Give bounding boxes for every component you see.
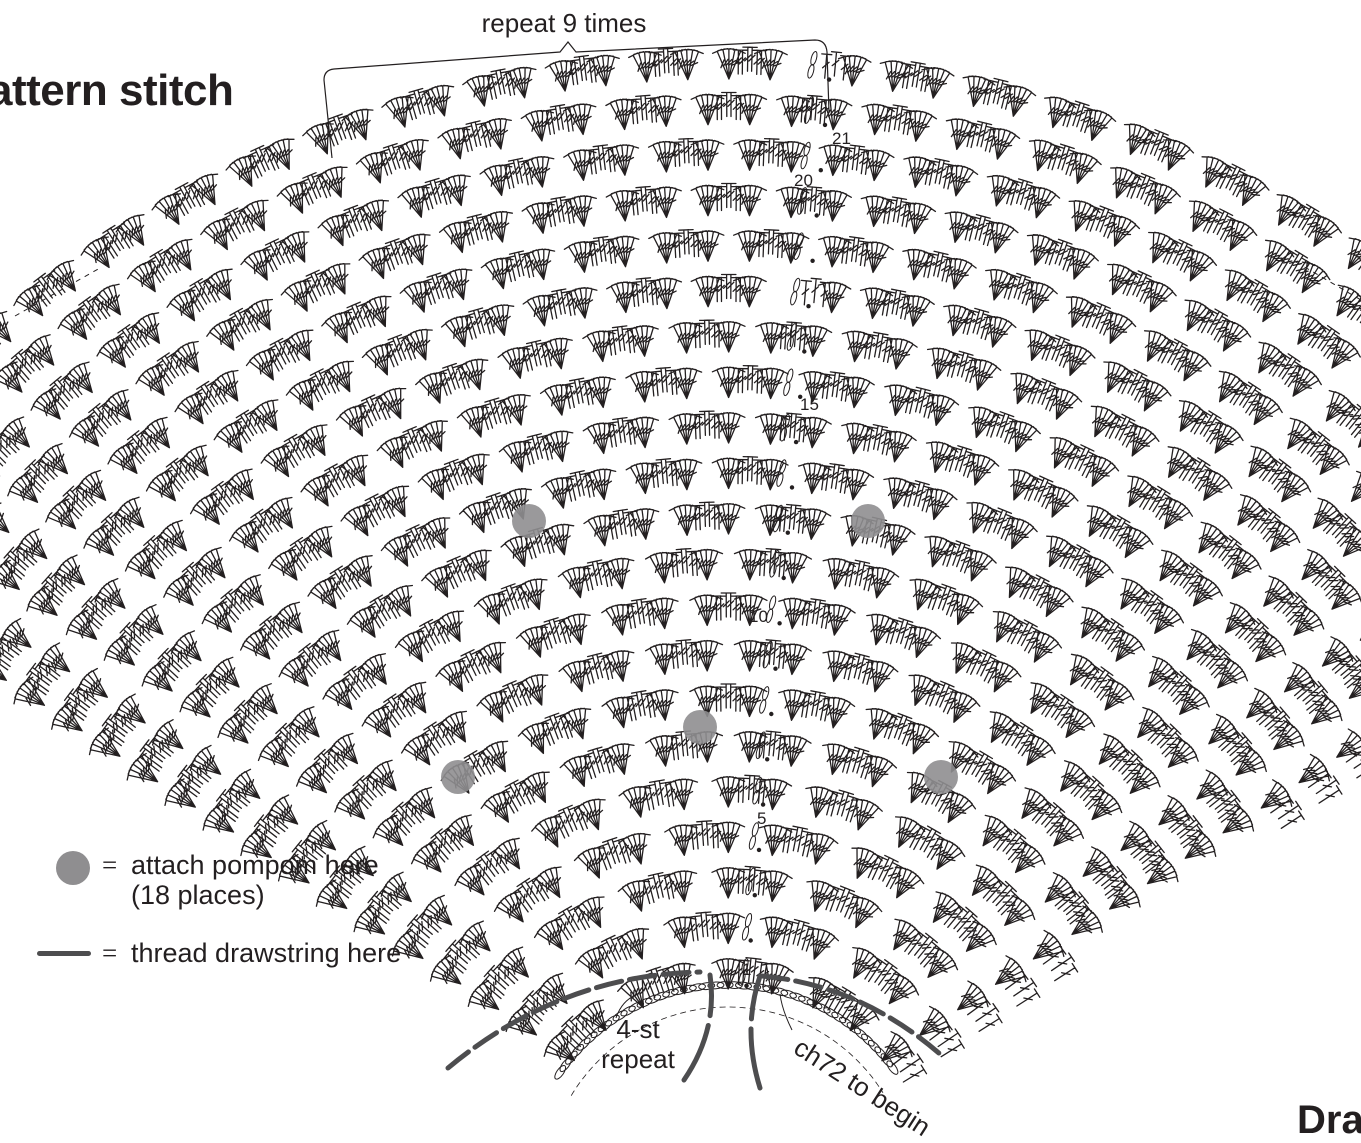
slip-stitch-dot — [749, 938, 753, 942]
repeat-label: repeat 9 times — [482, 8, 647, 38]
slip-stitch-dot — [753, 893, 757, 897]
legend-drawstring-text: thread drawstring here — [131, 938, 401, 968]
repeat-label-line2: repeat — [601, 1044, 675, 1074]
foundation-chain-link — [853, 1026, 870, 1042]
drawstring-end-right — [751, 976, 760, 1088]
foundation-chain-link — [797, 994, 814, 1006]
foundation-chain-link — [653, 990, 670, 1002]
pompom-marker — [683, 710, 717, 744]
row-number-21: 21 — [832, 129, 851, 148]
slip-stitch-dot — [823, 123, 827, 127]
chain-label: ch72 to begin — [789, 1032, 936, 1138]
foundation-chain-link — [589, 1024, 606, 1039]
drawstring-line-icon — [37, 951, 91, 956]
slip-stitch-dot — [769, 712, 773, 716]
chain-leader-line — [780, 994, 792, 1030]
turning-chain-link — [744, 913, 753, 928]
foundation-chain-link — [582, 1030, 598, 1046]
drawstring-right — [762, 976, 940, 1054]
turning-chain-link — [741, 926, 750, 941]
slip-stitch-dot — [806, 304, 810, 308]
legend-pompom-count: (18 places) — [131, 880, 265, 910]
turning-chain-link — [785, 368, 794, 383]
slip-stitch-dot — [782, 576, 786, 580]
row-number-1: 1 — [742, 960, 751, 979]
stitch-symbols — [0, 47, 1361, 1082]
foundation-chain-link — [553, 1064, 568, 1081]
foundation-chain-link — [789, 991, 806, 1003]
slip-stitch-dot — [744, 984, 748, 988]
turning-chain-link — [768, 595, 777, 610]
turning-chain-link — [810, 51, 819, 66]
row-number-10: 10 — [749, 607, 768, 626]
slip-stitch-dot — [790, 485, 794, 489]
foundation-chain-link — [860, 1032, 876, 1048]
row-number-5: 5 — [757, 809, 766, 828]
pompom-marker — [441, 760, 475, 794]
pompom-marker — [851, 504, 885, 538]
slip-stitch-dot — [761, 802, 765, 806]
slip-stitch-dot — [786, 531, 790, 535]
turning-chain-link — [807, 64, 816, 79]
turning-chain-link — [762, 654, 771, 669]
slip-stitch-dot — [810, 259, 814, 263]
slip-stitch-dot — [773, 667, 777, 671]
pompom-dot-icon — [56, 851, 90, 885]
slip-stitch-dot — [757, 848, 761, 852]
repeat-label-line1: 4-st — [616, 1014, 660, 1044]
slip-stitch-dot — [819, 168, 823, 172]
slip-stitch-dot — [794, 440, 798, 444]
turning-chain-link — [792, 278, 801, 293]
next-section-heading: Dra — [1297, 1098, 1361, 1143]
turning-chain-link — [789, 291, 798, 306]
slip-stitch-dot — [802, 349, 806, 353]
pompom-marker — [924, 760, 958, 794]
slip-stitch-dot — [765, 757, 769, 761]
turning-chain-link — [782, 381, 791, 396]
row-number-20: 20 — [794, 171, 813, 190]
stitch-paths — [0, 47, 1361, 1082]
foundation-chain-link — [662, 988, 679, 999]
foundation-chain-link — [689, 983, 706, 992]
legend-equals: = — [102, 850, 117, 880]
foundation-chain-link — [866, 1039, 882, 1055]
foundation-chain-link — [780, 989, 797, 1000]
turning-chain-link — [748, 835, 757, 850]
row-number-15: 15 — [800, 395, 819, 414]
legend-equals: = — [102, 938, 117, 968]
turning-chain-link — [761, 686, 770, 701]
page-title: attern stitch — [0, 66, 233, 116]
slip-stitch-dot — [827, 77, 831, 81]
legend-pompom-text: attach pompom here — [131, 850, 379, 880]
pompom-marker — [512, 504, 546, 538]
slip-stitch-dot — [777, 621, 781, 625]
slip-stitch-dot — [815, 213, 819, 217]
